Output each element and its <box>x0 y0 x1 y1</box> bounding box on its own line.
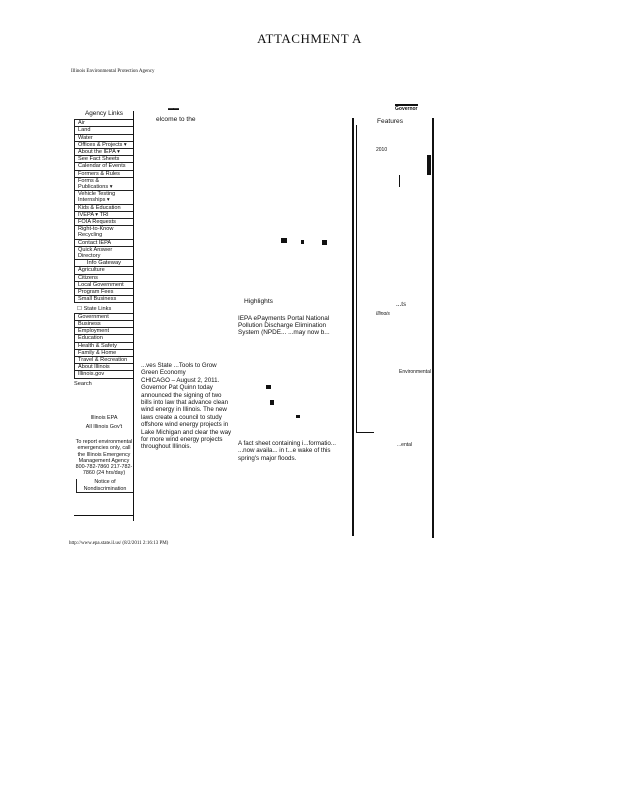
news-story: ...ves State ...Tools to Grow Green Econ… <box>141 362 233 451</box>
footer-link-illinois-epa[interactable]: Illinois EPA <box>90 414 118 421</box>
state-item-government[interactable]: Government <box>75 314 133 321</box>
welcome-heading: elcome to the <box>156 116 196 123</box>
state-item-family[interactable]: Family & Home <box>75 350 133 357</box>
nav-item-vehicle-testing[interactable]: Vehicle Testing <box>78 191 116 198</box>
feature-mark-illinois: Illinois <box>376 311 390 317</box>
news-body: CHICAGO – August 2, 2011. Governor Pat Q… <box>141 376 232 451</box>
right-divider-b <box>356 125 357 433</box>
state-item-employment[interactable]: Employment <box>75 328 133 336</box>
feature-mark-ental: ...ental <box>397 442 413 448</box>
nav-item-program-fees[interactable]: Program Fees <box>75 289 133 297</box>
slideshow-mark <box>281 238 287 243</box>
feature-rule <box>356 432 374 433</box>
agency-links-heading: Agency Links <box>84 110 123 117</box>
state-item-health[interactable]: Health & Safety <box>75 343 133 350</box>
nondiscrimination-link[interactable]: Notice of Nondiscrimination <box>76 479 134 493</box>
nav-item-contact[interactable]: Contact IEPA <box>75 240 133 247</box>
page-url: http://www.epa.state.il.us/ (8/2/2011 2:… <box>69 541 169 546</box>
nav-item-water[interactable]: Water <box>75 135 133 142</box>
info-gateway-heading: Info Gateway <box>75 260 133 268</box>
state-item-illinois-gov[interactable]: Illinois.gov <box>75 371 133 379</box>
fact-sheet-text: A fact sheet containing i...formatio... … <box>238 440 337 462</box>
right-edge <box>432 118 434 538</box>
right-divider <box>352 118 354 536</box>
photo-fragment <box>266 385 271 389</box>
photo-fragment-b <box>270 400 274 405</box>
nav-item-air[interactable]: Air <box>75 120 133 128</box>
agency-links-list: Air Land Water Offices & Projects ▾ Abou… <box>74 119 134 304</box>
attachment-title: ATTACHMENT A <box>257 31 362 46</box>
photo-fragment-c <box>296 415 300 418</box>
nav-item-internships[interactable]: Internships ▾ <box>75 197 133 205</box>
nav-item-local-government[interactable]: Local Government <box>75 282 133 290</box>
news-title[interactable]: ...ves State ...Tools to Grow Green Econ… <box>141 362 217 377</box>
governor-label: Governor <box>395 104 418 112</box>
nav-item-publications[interactable]: Publications ▾ <box>75 184 133 192</box>
nav-item-quick-answer[interactable]: Quick Answer <box>78 246 113 253</box>
feature-mark-title: ...ts <box>396 300 406 308</box>
nav-item-right-to-know[interactable]: Right-to-Know <box>78 226 114 233</box>
feature-tick <box>399 175 400 187</box>
highlights-heading: Highlights <box>244 298 273 305</box>
nav-item-forms[interactable]: Forms & <box>78 177 100 184</box>
emergency-notice: To report environmental emergencies only… <box>75 439 133 477</box>
nav-item-small-business[interactable]: Small Business <box>75 296 133 304</box>
welcome-banner-mark: ▬▬ <box>168 106 179 112</box>
nav-item-directory[interactable]: Directory <box>75 253 133 261</box>
agency-links-nav: Agency Links Air Land Water Offices & Pr… <box>74 110 134 493</box>
nav-divider <box>133 111 134 521</box>
nav-item-land[interactable]: Land <box>75 127 133 135</box>
state-item-travel[interactable]: Travel & Recreation <box>75 357 133 365</box>
nav-item-foia[interactable]: FOIA Requests <box>75 219 133 227</box>
state-item-education[interactable]: Education <box>75 335 133 343</box>
state-item-business[interactable]: Business <box>75 321 133 329</box>
nav-item-tri[interactable]: IVEPA ▾ TRI <box>75 212 133 220</box>
nav-item-fact-sheets[interactable]: See Fact Sheets <box>75 156 133 164</box>
nav-item-kids[interactable]: Kids & Education <box>75 205 133 212</box>
feature-mark-environmental: Environmental <box>399 369 431 375</box>
nav-item-offices[interactable]: Offices & Projects ▾ <box>75 142 133 150</box>
agency-name: Illinois Environmental Protection Agency <box>71 69 155 74</box>
features-heading: Features <box>377 118 404 125</box>
nav-item-rules[interactable]: Formers & Rules <box>75 171 133 178</box>
slideshow-mark-b <box>301 240 304 244</box>
nav-item-citizens[interactable]: Citizens <box>75 275 133 282</box>
nav-item-calendar[interactable]: Calendar of Events <box>75 163 133 171</box>
nav-item-recycling[interactable]: Recycling <box>75 232 133 240</box>
nav-item-about[interactable]: About the IEPA ▾ <box>75 149 133 157</box>
nav-bottom-rule <box>74 515 134 516</box>
highlight-item[interactable]: IEPA ePayments Portal National Pollution… <box>238 315 330 337</box>
search-label[interactable]: Search <box>74 380 92 387</box>
feature-block <box>427 155 431 175</box>
feature-mark-2010: 2010 <box>376 147 388 153</box>
state-links-list: Government Business Employment Education… <box>74 312 134 379</box>
state-item-about-illinois[interactable]: About Illinois <box>75 364 133 372</box>
footer-link-all-illinois[interactable]: All Illinois Gov't <box>85 423 123 430</box>
slideshow-mark-c <box>322 240 327 245</box>
state-links-heading: ☐ State Links <box>77 306 112 313</box>
nav-item-agriculture[interactable]: Agriculture <box>75 267 133 275</box>
